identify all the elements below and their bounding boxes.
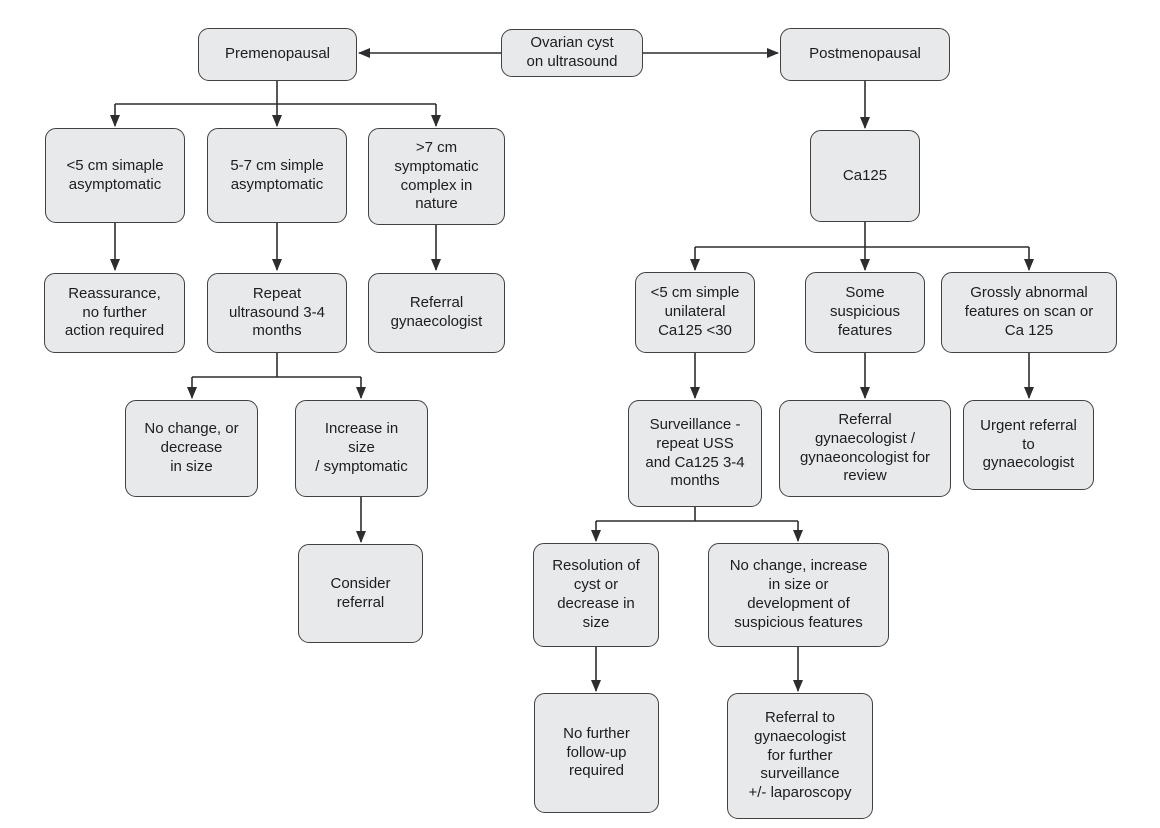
node-referral-gynaecologist: Referral gynaecologist	[368, 273, 505, 353]
node-rt-gross-abnormal: Grossly abnormal features on scan or Ca …	[941, 272, 1117, 353]
node-lt-large-cyst: >7 cm symptomatic complex in nature	[368, 128, 505, 225]
node-repeat-ultrasound: Repeat ultrasound 3-4 months	[207, 273, 347, 353]
node-increase-symptomatic: Increase in size / symptomatic	[295, 400, 428, 497]
node-no-followup: No further follow-up required	[534, 693, 659, 813]
node-rt-suspicious: Some suspicious features	[805, 272, 925, 353]
node-reassurance: Reassurance, no further action required	[44, 273, 185, 353]
node-premenopausal: Premenopausal	[198, 28, 357, 81]
node-rt-small-cyst: <5 cm simple unilateral Ca125 <30	[635, 272, 755, 353]
node-resolution: Resolution of cyst or decrease in size	[533, 543, 659, 647]
node-consider-referral: Consider referral	[298, 544, 423, 643]
node-referral-surveillance: Referral to gynaecologist for further su…	[727, 693, 873, 819]
node-lt-medium-cyst: 5-7 cm simple asymptomatic	[207, 128, 347, 223]
node-ca125: Ca125	[810, 130, 920, 222]
node-referral-gyn-oncologist: Referral gynaecologist / gynaeoncologist…	[779, 400, 951, 497]
node-postmenopausal: Postmenopausal	[780, 28, 950, 81]
node-no-change-right: No change, increase in size or developme…	[708, 543, 889, 647]
node-no-change-left: No change, or decrease in size	[125, 400, 258, 497]
node-lt-small-cyst: <5 cm simaple asymptomatic	[45, 128, 185, 223]
node-urgent-referral: Urgent referral to gynaecologist	[963, 400, 1094, 490]
node-surveillance: Surveillance - repeat USS and Ca125 3-4 …	[628, 400, 762, 507]
node-ovarian-cyst: Ovarian cyst on ultrasound	[501, 29, 643, 77]
